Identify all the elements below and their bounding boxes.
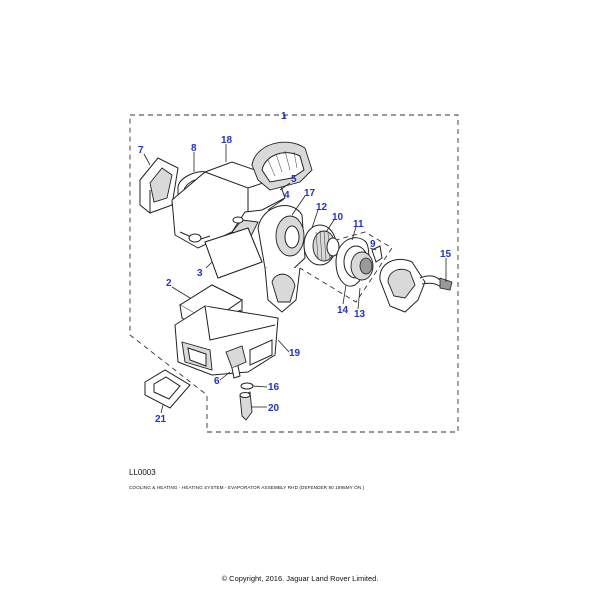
- assembly-boundary: [129, 114, 459, 433]
- leader-lines: [143, 115, 447, 414]
- part-17-blower-housing: [257, 205, 306, 313]
- blower-outlet-duct: [251, 141, 313, 191]
- callout-6: 6: [214, 376, 220, 387]
- copyright-notice: © Copyright, 2016. Jaguar Land Rover Lim…: [221, 574, 379, 583]
- callout-4: 4: [284, 190, 290, 201]
- callout-16: 16: [268, 382, 280, 393]
- callout-labels: 1 2 3 4 5 6 7 8 9 10 11 12 13 14 15 16 1…: [138, 111, 452, 425]
- callout-17: 17: [304, 188, 316, 199]
- part-3-evaporator-core: [204, 227, 263, 279]
- callout-7: 7: [138, 145, 144, 156]
- callout-13: 13: [354, 309, 366, 320]
- part-13-motor: [350, 251, 374, 281]
- callout-19: 19: [289, 348, 301, 359]
- part-9-clip: [371, 245, 383, 263]
- part-21-gasket: [144, 369, 191, 409]
- part-18-upper-housing: [171, 161, 286, 249]
- callout-1: 1: [281, 111, 287, 122]
- callout-11: 11: [353, 219, 364, 230]
- callout-2: 2: [166, 278, 172, 289]
- callout-14: 14: [337, 305, 349, 316]
- figure-caption: COOLING & HEATING - HEATING SYSTEM - EVA…: [129, 485, 365, 490]
- part-7-inlet-flange: [139, 157, 179, 214]
- part-20-drain-tube: [239, 391, 253, 421]
- part-16-o-ring: [240, 382, 254, 390]
- part-15-motor-cover: [379, 258, 453, 313]
- callout-9: 9: [370, 239, 376, 250]
- callout-21: 21: [155, 414, 167, 425]
- callout-18: 18: [221, 135, 233, 146]
- callout-3: 3: [197, 268, 203, 279]
- part-10-fan-wheel: [303, 224, 340, 266]
- callout-12: 12: [316, 202, 328, 213]
- part-6-drain-fitting: [225, 345, 247, 379]
- figure-code: LL0003: [129, 468, 156, 477]
- callout-20: 20: [268, 403, 280, 414]
- callout-10: 10: [332, 212, 344, 223]
- callout-15: 15: [440, 249, 452, 260]
- callout-8: 8: [191, 143, 197, 154]
- part-19-lower-casing: [174, 305, 279, 376]
- callout-5: 5: [291, 174, 297, 185]
